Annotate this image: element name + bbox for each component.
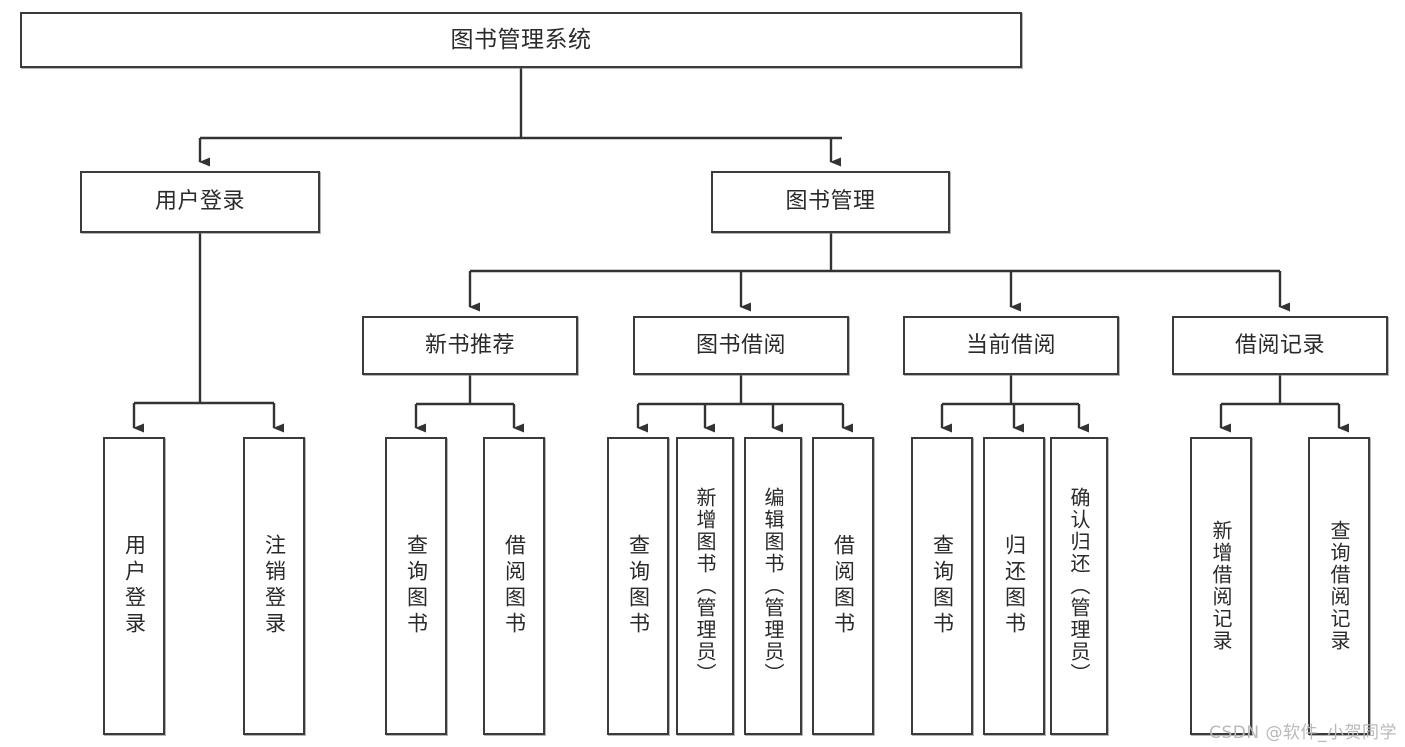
node-label: 新书推荐 — [424, 332, 515, 358]
node-leaf-query-book-3[interactable]: 查询图书 — [911, 437, 973, 735]
node-leaf-query-book-1[interactable]: 查询图书 — [385, 437, 447, 735]
node-leaf-add-record[interactable]: 新增借阅记录 — [1190, 437, 1252, 735]
node-label: 注销登录 — [262, 534, 287, 638]
node-label: 当前借阅 — [965, 332, 1056, 358]
node-label: 编辑图书（管理员） — [761, 487, 785, 685]
node-label: 查询借阅记录 — [1327, 520, 1351, 652]
node-label: 新增图书（管理员） — [693, 487, 717, 685]
node-book-manage[interactable]: 图书管理 — [711, 171, 950, 233]
node-leaf-edit-book[interactable]: 编辑图书（管理员） — [744, 437, 802, 735]
node-label: 查询图书 — [930, 534, 955, 638]
node-label: 用户登录 — [122, 534, 147, 638]
node-label: 借阅图书 — [831, 534, 856, 638]
node-label: 确认归还（管理员） — [1067, 487, 1091, 685]
node-leaf-confirm-return[interactable]: 确认归还（管理员） — [1050, 437, 1108, 735]
node-current-borrow[interactable]: 当前借阅 — [903, 316, 1119, 375]
node-label: 借阅记录 — [1234, 332, 1325, 358]
node-leaf-user-login[interactable]: 用户登录 — [103, 437, 165, 735]
node-borrow-record[interactable]: 借阅记录 — [1172, 316, 1388, 375]
node-leaf-borrow-book-2[interactable]: 借阅图书 — [812, 437, 874, 735]
node-new-book-recommend[interactable]: 新书推荐 — [362, 316, 578, 375]
node-label: 图书管理系统 — [450, 26, 592, 53]
node-root-system[interactable]: 图书管理系统 — [20, 12, 1022, 68]
node-label: 用户登录 — [154, 189, 245, 215]
node-label: 查询图书 — [404, 534, 429, 638]
node-label: 查询图书 — [626, 534, 651, 638]
node-leaf-return-book[interactable]: 归还图书 — [983, 437, 1045, 735]
node-label: 图书借阅 — [695, 332, 786, 358]
node-leaf-query-record[interactable]: 查询借阅记录 — [1308, 437, 1370, 735]
node-leaf-logout-login[interactable]: 注销登录 — [243, 437, 305, 735]
csdn-watermark: CSDN @软件_小贺同学 — [1209, 723, 1397, 743]
node-leaf-borrow-book-1[interactable]: 借阅图书 — [483, 437, 545, 735]
node-label: 新增借阅记录 — [1209, 520, 1233, 652]
node-user-login[interactable]: 用户登录 — [80, 171, 320, 233]
node-book-borrow[interactable]: 图书借阅 — [633, 316, 849, 375]
node-label: 归还图书 — [1002, 534, 1027, 638]
node-label: 借阅图书 — [502, 534, 527, 638]
node-label: 图书管理 — [785, 189, 876, 215]
node-leaf-add-book[interactable]: 新增图书（管理员） — [676, 437, 734, 735]
node-leaf-query-book-2[interactable]: 查询图书 — [607, 437, 669, 735]
